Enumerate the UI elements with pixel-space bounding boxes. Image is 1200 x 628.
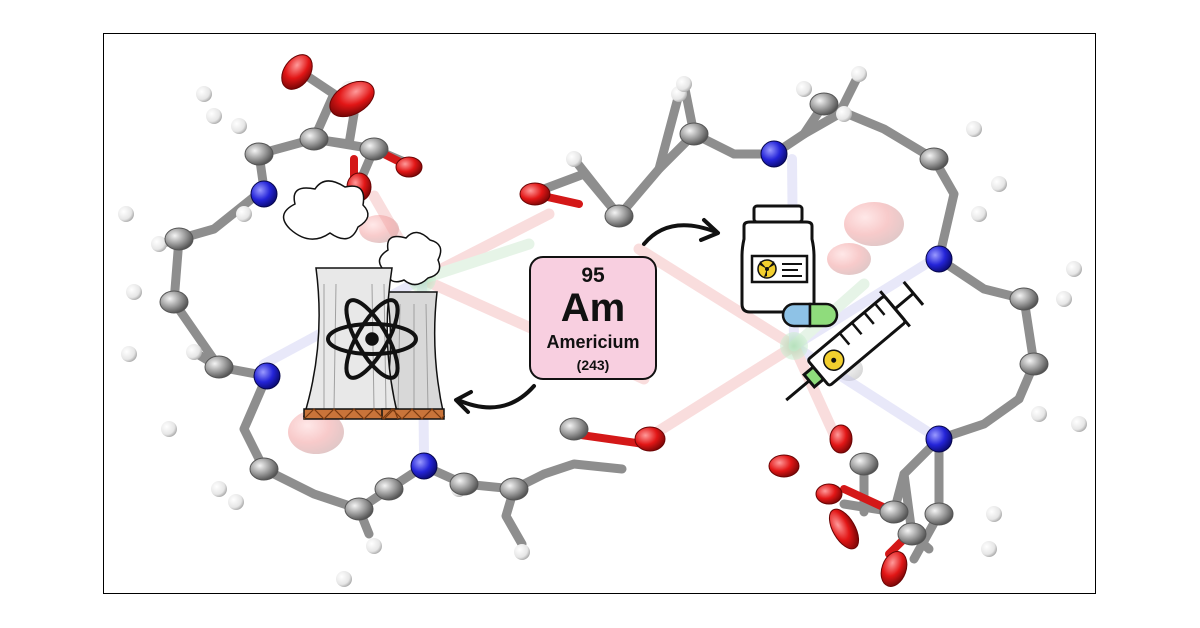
skeleton-bonds (154, 69, 1039, 564)
element-card-americium: 95 Am Americium (243) (529, 256, 657, 380)
atomic-number: 95 (581, 264, 605, 287)
figure-frame: 95 Am Americium (243) (103, 33, 1096, 594)
radioactive-syringe-icon (785, 280, 925, 402)
arrow-to-power-plant-icon (454, 384, 536, 414)
metal-center-right (780, 332, 808, 360)
nitrogen-atoms (250, 140, 953, 480)
element-symbol: Am (560, 286, 626, 330)
arrow-to-medicine-icon (642, 218, 720, 246)
nuclear-power-plant-icon (282, 180, 445, 421)
background-ghost-atoms (288, 202, 904, 454)
carbon-atoms (159, 92, 1049, 546)
atomic-mass: (243) (576, 357, 610, 373)
pill-capsule-icon (781, 302, 839, 328)
element-name: Americium (546, 332, 640, 352)
radioactive-medicine-bottle-icon (740, 204, 816, 314)
